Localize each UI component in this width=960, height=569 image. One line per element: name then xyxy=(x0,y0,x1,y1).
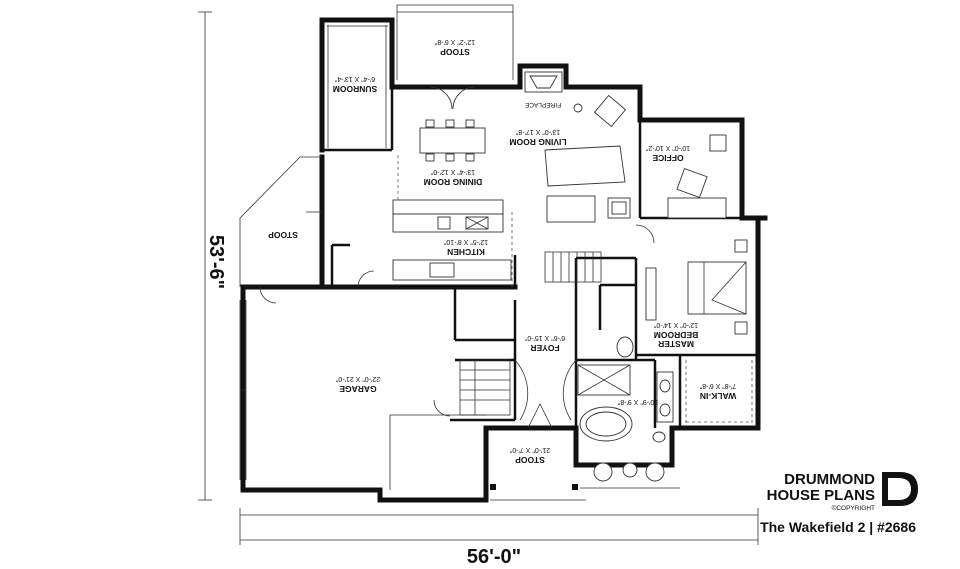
room-name: WALK-IN xyxy=(700,391,736,401)
exterior-walls xyxy=(239,4,768,503)
walk-in-shelving xyxy=(685,360,753,424)
room-name: FOYER xyxy=(530,343,559,353)
room-name: DINING ROOM xyxy=(424,177,483,187)
room-label-kitchen: KITCHEN 12'-5" X 8'-10" xyxy=(443,238,488,257)
door-swings xyxy=(259,86,655,429)
master-bed xyxy=(645,239,748,335)
dining-table xyxy=(419,119,486,162)
kitchen-counter xyxy=(392,259,512,281)
room-size: 12'-2" X 6'-8" xyxy=(434,38,475,45)
drummond-logo: DRUMMOND HOUSE PLANS ©COPYRIGHT xyxy=(767,471,918,512)
room-name: STOOP xyxy=(515,455,545,465)
room-label-side-stoop: STOOP xyxy=(268,230,298,240)
room-label-sunroom: SUNROOM 6'-4" X 13'-4" xyxy=(333,75,377,94)
kitchen-island xyxy=(392,199,504,233)
plan-title: The Wakefield 2 | #2686 xyxy=(760,519,916,535)
room-name-line2: BEDROOM xyxy=(654,330,698,340)
sunroom-windows xyxy=(327,25,388,148)
room-name: LIVING ROOM xyxy=(509,137,566,147)
room-name: STOOP xyxy=(440,47,470,57)
room-size: 13'-4" X 12'-0" xyxy=(430,168,475,175)
room-size: 7'-8" X 6'-8" xyxy=(699,382,736,389)
room-size: 12'-5" X 8'-10" xyxy=(443,238,488,245)
room-name: SUNROOM xyxy=(333,84,377,94)
room-size: 10'-0" X 10'-2" xyxy=(645,144,690,151)
logo-line2: HOUSE PLANS xyxy=(767,487,875,504)
fireplace xyxy=(524,71,563,93)
room-label-office: OFFICE 10'-0" X 10'-2" xyxy=(645,144,690,163)
room-name-line1: MASTER xyxy=(658,339,694,349)
room-size: 6'-4" X 13'-4" xyxy=(334,75,375,82)
room-size: 10'-9" X 9'-8" xyxy=(617,398,658,405)
office-furniture xyxy=(667,134,727,219)
room-label-foyer: FOYER 6'-6" X 15'-0" xyxy=(524,334,565,353)
room-label-living-room: LIVING ROOM 13'-0" X 17'-8" xyxy=(509,128,566,147)
stairs xyxy=(459,251,602,416)
room-label-master-bedroom: MASTER BEDROOM 12'-0" X 14'-0" xyxy=(653,321,698,349)
width-dimension: 56'-0" xyxy=(467,546,521,568)
copyright-note: ©COPYRIGHT xyxy=(832,504,875,512)
logo-d-mark-icon xyxy=(882,472,918,506)
dimension-lines xyxy=(198,11,759,545)
room-size: 12'-0" X 14'-0" xyxy=(653,321,698,328)
front-stoop-posts xyxy=(490,484,586,501)
room-name: GARAGE xyxy=(339,384,377,394)
side-stoop xyxy=(239,156,322,287)
room-name: OFFICE xyxy=(652,153,683,163)
room-size: 13'-0" X 17'-8" xyxy=(515,128,560,135)
room-size: 6'-6" X 15'-0" xyxy=(524,334,565,341)
bathroom-fixtures xyxy=(577,336,674,443)
room-size: 21'-0" X 7'-0" xyxy=(509,446,550,453)
room-name: STOOP xyxy=(268,230,298,240)
room-label-dining-room: DINING ROOM 13'-4" X 12'-0" xyxy=(424,168,483,187)
room-size: 22'-0" X 21'-0" xyxy=(335,375,380,382)
room-label-stoop-top: STOOP 12'-2" X 6'-8" xyxy=(434,38,475,57)
room-name: KITCHEN xyxy=(447,247,485,257)
logo-line1: DRUMMOND xyxy=(784,471,875,488)
room-label-stoop-front: STOOP 21'-0" X 7'-0" xyxy=(509,446,550,465)
depth-dimension: 53'-6" xyxy=(205,235,227,289)
fireplace-label: FIREPLACE xyxy=(524,101,561,108)
living-room-furniture xyxy=(544,94,631,223)
room-label-walk-in: WALK-IN 7'-8" X 6'-8" xyxy=(699,382,736,401)
room-label-garage: GARAGE 22'-0" X 21'-0" xyxy=(335,375,380,394)
stoop-chairs xyxy=(580,462,680,489)
room-label-bathroom: 10'-9" X 9'-8" xyxy=(617,398,658,405)
